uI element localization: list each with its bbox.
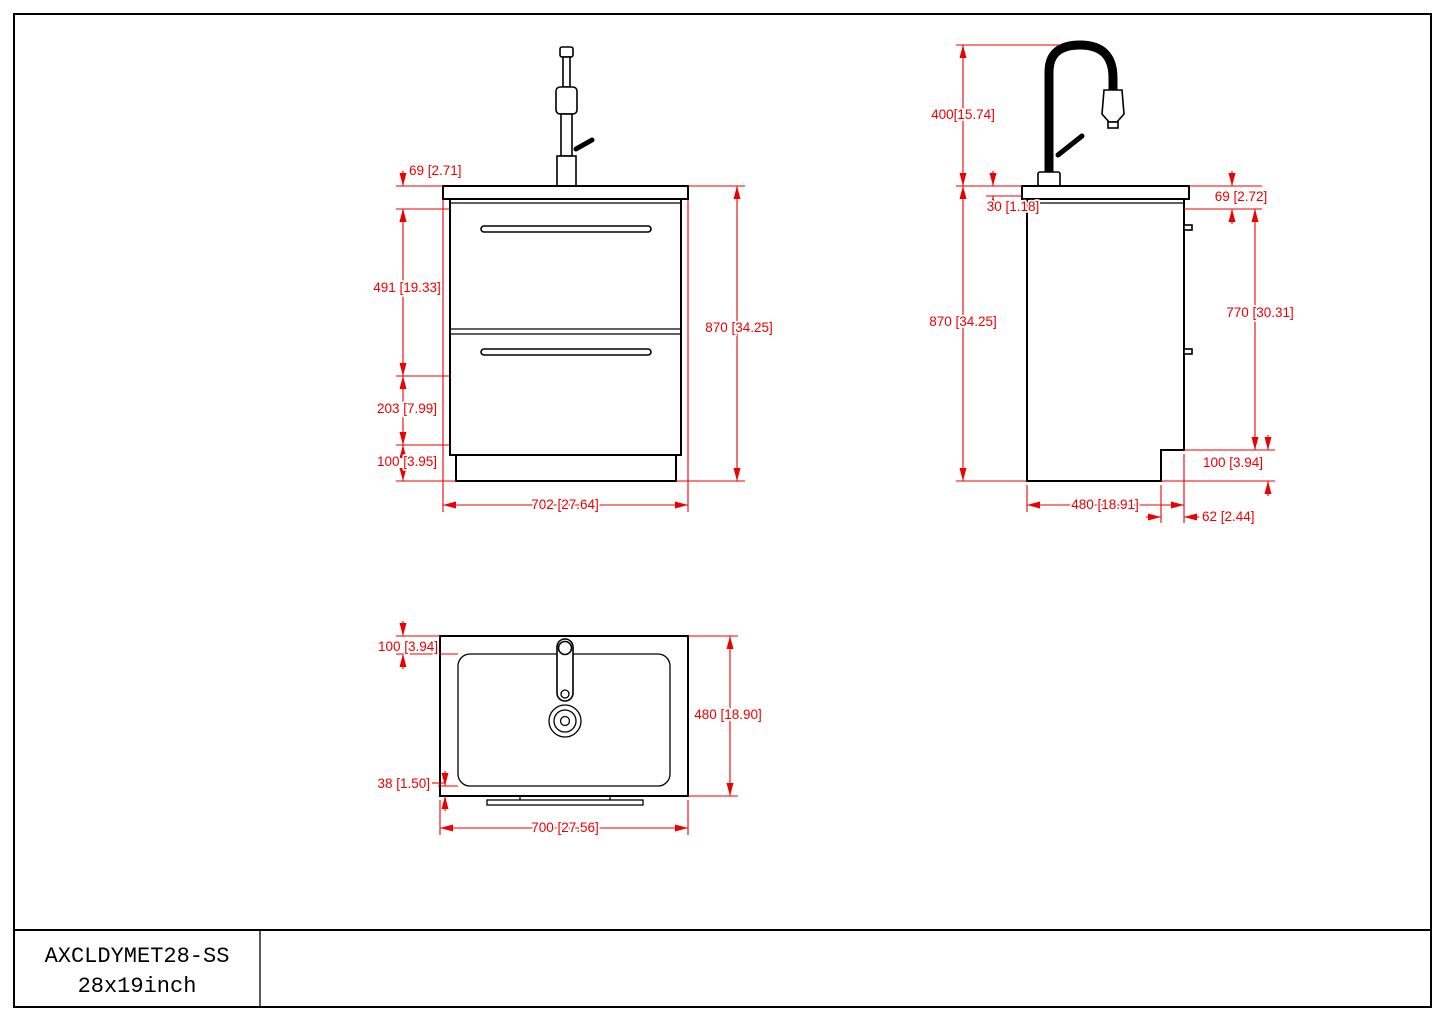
mounting-bracket-top — [486, 796, 644, 806]
front-view: 69 [2.71] 491 [19.33] 203 [7.99] 100 [3.… — [371, 46, 775, 514]
faucet-lever-front — [573, 137, 595, 152]
faucet-lever-side — [1055, 133, 1085, 158]
side-dim-counter-overhang: 30 [1.18] — [987, 199, 1040, 214]
side-dim-toe-kick-inset: 62 [2.44] — [1202, 509, 1255, 524]
faucet-base — [1037, 171, 1061, 187]
side-dim-overall-depth: 480 [18.91] — [1071, 497, 1139, 512]
front-dimension-lines — [399, 171, 741, 509]
front-dim-bottom-drawer-height: 203 [7.99] — [377, 401, 437, 416]
side-dim-faucet-height: 400[15.74] — [931, 107, 995, 122]
side-dimension-lines — [959, 45, 1272, 521]
top-dim-back-offset: 100 [3.94] — [378, 639, 438, 654]
drawer-1-handle — [480, 225, 652, 233]
faucet-hole-top — [557, 640, 573, 656]
front-dim-overall-width: 702 [27.64] — [531, 497, 599, 512]
faucet-top — [556, 638, 574, 702]
counter-side — [1021, 185, 1190, 200]
top-view: 100 [3.94] 480 [18.90] 38 [1.50] 700 [27… — [376, 621, 764, 837]
cabinet-front-outline — [449, 198, 682, 456]
side-dim-toe-kick-height: 100 [3.94] — [1203, 455, 1263, 470]
sink-outline-top — [439, 635, 689, 797]
faucet-sprayer-head — [1101, 89, 1125, 123]
faucet-side — [1037, 40, 1125, 187]
front-dim-overall-height: 870 [34.25] — [705, 320, 773, 335]
cabinet-side-outline — [1026, 198, 1185, 482]
sheet-frame: AXCLDYMET28-SS 28x19inch — [13, 13, 1432, 1008]
side-dim-counter-thickness: 69 [2.72] — [1215, 189, 1268, 204]
front-dim-top-drawer-height: 491 [19.33] — [373, 280, 441, 295]
drawer-pull-mark-bottom — [1183, 348, 1193, 355]
size-label: 28x19inch — [78, 974, 197, 999]
faucet-aerator-top — [560, 689, 570, 699]
border-frame — [13, 13, 1432, 1008]
side-dim-body-height: 770 [30.31] — [1226, 305, 1294, 320]
front-dim-counter-thickness: 69 [2.71] — [409, 163, 462, 178]
drawer-2-handle — [480, 348, 652, 356]
toe-kick-front — [455, 454, 677, 482]
top-dim-overall-width: 700 [27.56] — [531, 820, 599, 835]
top-dim-front-offset: 38 [1.50] — [377, 776, 430, 791]
top-dim-overall-depth: 480 [18.90] — [694, 707, 762, 722]
side-dim-overall-height: 870 [34.25] — [929, 314, 997, 329]
counter-front — [442, 185, 689, 200]
drawer-pull-mark-top — [1183, 224, 1193, 231]
faucet-sprayer-tip — [1107, 121, 1119, 129]
front-extension-lines — [396, 185, 745, 512]
side-view: 400[15.74] 870 [34.25] 30 [1.18] 69 [2.7… — [927, 40, 1296, 526]
faucet-front — [555, 46, 595, 187]
model-number: AXCLDYMET28-SS — [45, 944, 230, 969]
drain-top — [548, 704, 582, 738]
top-dimension-lines — [399, 621, 734, 832]
side-extension-lines — [956, 44, 1275, 523]
front-dim-toe-kick-height: 100 [3.95] — [377, 454, 437, 469]
